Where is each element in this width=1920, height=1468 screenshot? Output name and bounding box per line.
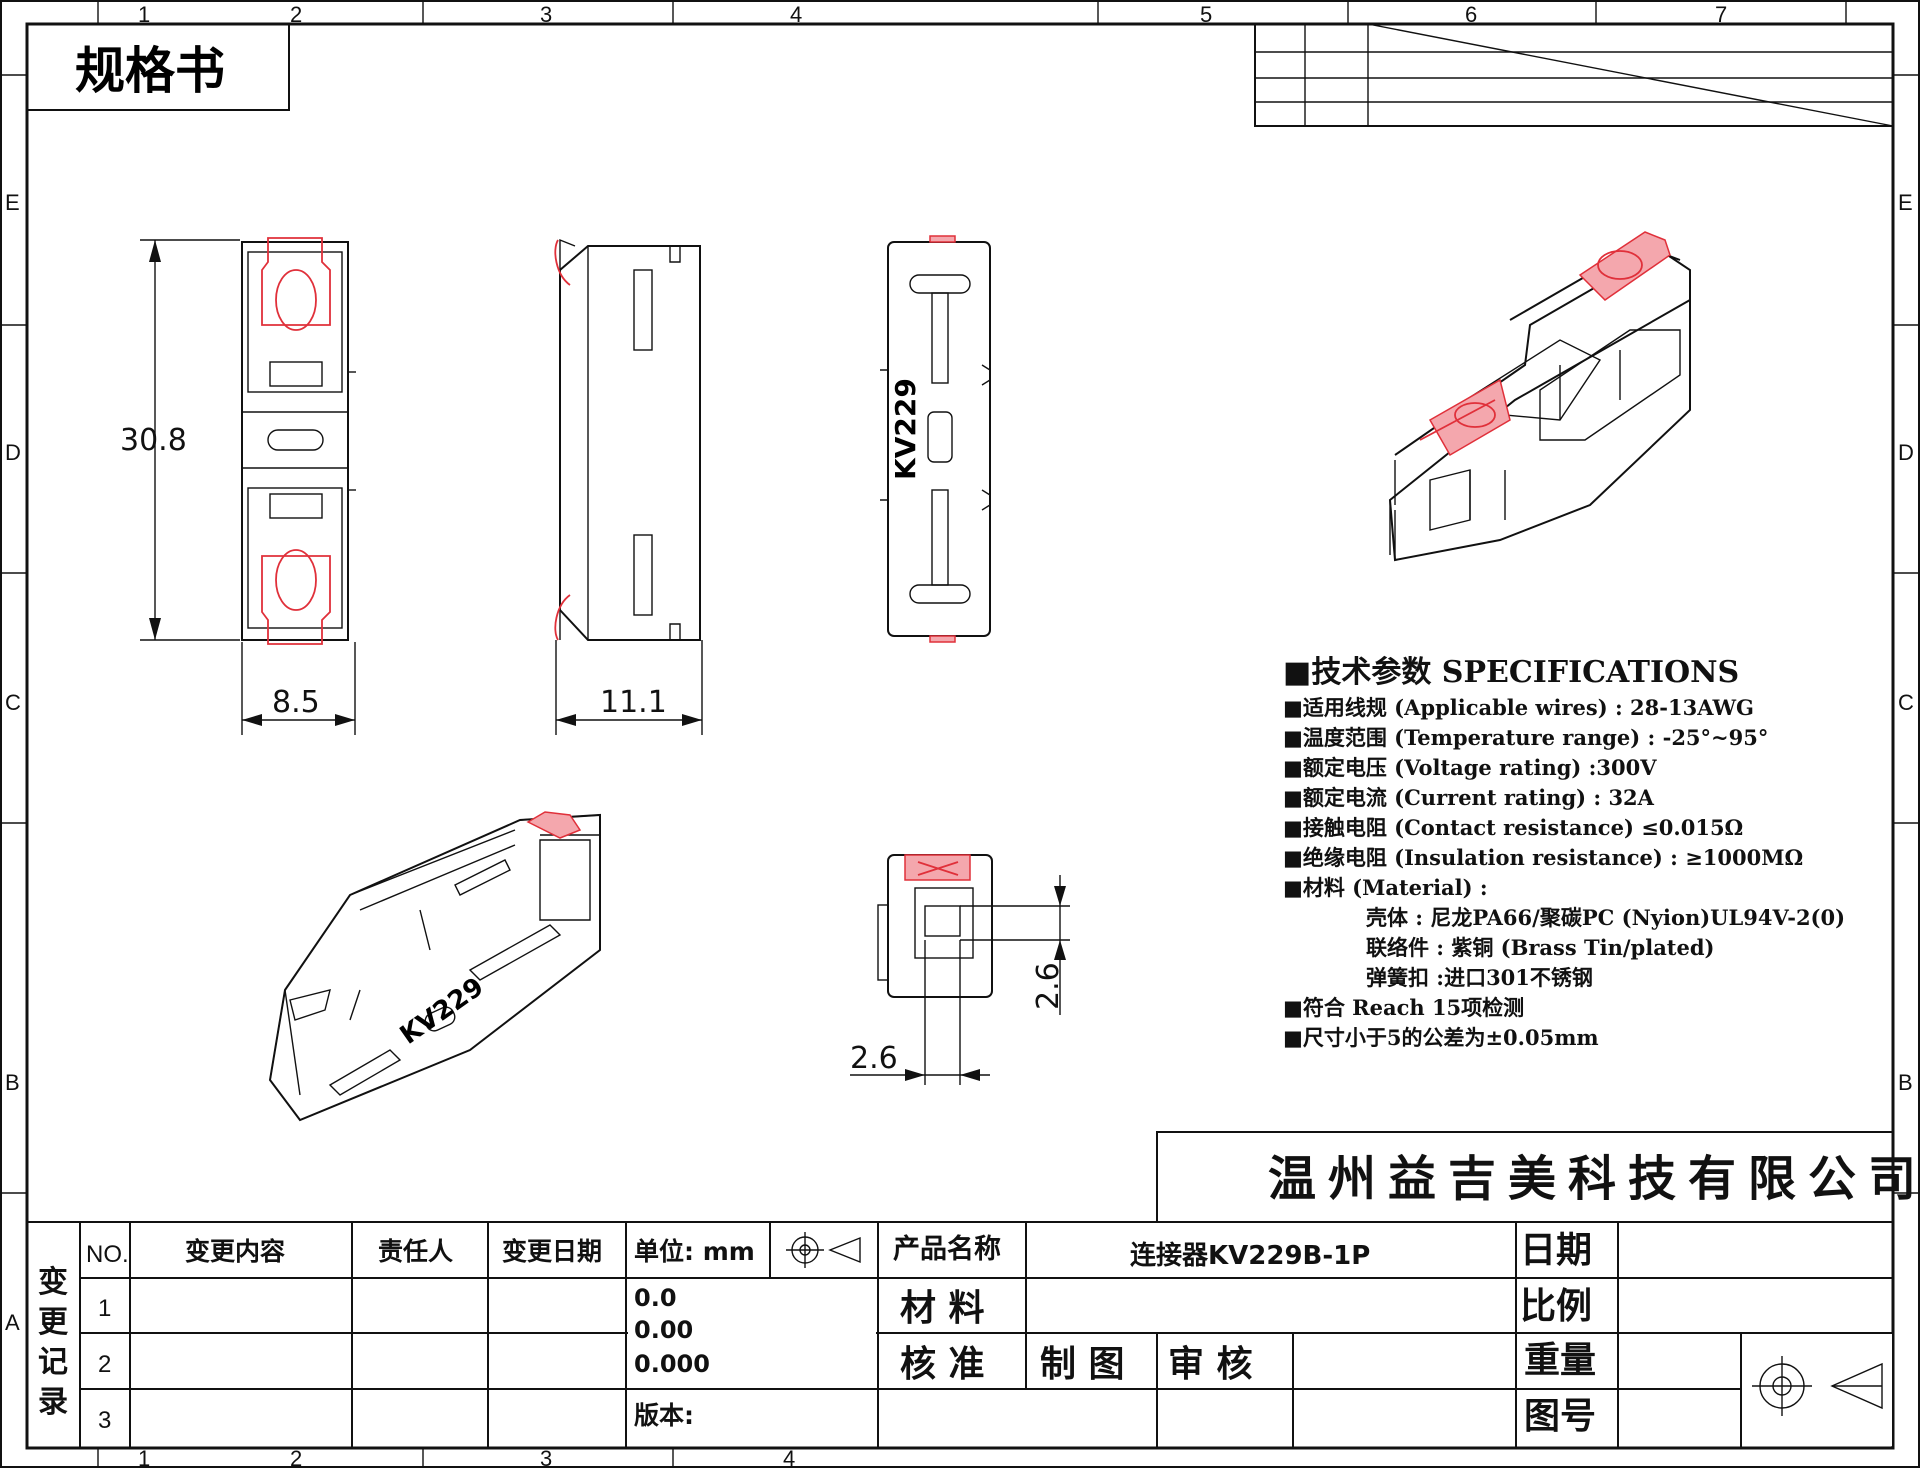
dim-height: 30.8 xyxy=(120,239,240,641)
material-label: 材 料 xyxy=(900,1288,985,1329)
zone-col-bottom-2: 2 xyxy=(290,1446,302,1468)
version-label: 版本: xyxy=(633,1401,694,1430)
bottom-view-marking: KV229 xyxy=(889,378,922,480)
zone-labels-left: E D C B A xyxy=(5,190,21,1335)
product-name-label: 产品名称 xyxy=(893,1233,1001,1265)
dim-hole-vertical: 2.6 xyxy=(960,875,1070,1015)
zone-labels-right: E D C B xyxy=(1898,190,1914,1095)
zone-col-5: 5 xyxy=(1200,2,1212,27)
zone-col-4: 4 xyxy=(790,2,802,27)
dim-hole-horizontal: 2.6 xyxy=(850,940,990,1085)
spec-wires: ■适用线规 (Applicable wires) : 28-13AWG xyxy=(1283,695,1754,720)
drawn-label: 制 图 xyxy=(1040,1344,1125,1385)
zone-row-left-A: A xyxy=(5,1310,20,1335)
review-label: 审 核 xyxy=(1168,1344,1253,1385)
scale-label: 比例 xyxy=(1520,1286,1592,1327)
company-box: 温州益吉美科技有限公司 xyxy=(1156,1131,1920,1223)
spec-housing: 壳体 : 尼龙PA66/聚碳PC (Nyion)UL94V-2(0) xyxy=(1365,905,1845,930)
top-view xyxy=(241,237,356,645)
spec-material: ■材料 (Material) : xyxy=(1283,875,1488,900)
col-content: 变更内容 xyxy=(185,1237,285,1266)
spec-reach: ■符合 Reach 15项检测 xyxy=(1283,995,1524,1020)
spec-contact-resistance: ■接触电阻 (Contact resistance) ≤0.015Ω xyxy=(1283,815,1743,840)
product-name-value: 连接器KV229B-1P xyxy=(1130,1241,1370,1271)
col-no: NO. xyxy=(86,1241,129,1268)
spec-temperature: ■温度范围 (Temperature range) : -25°~95° xyxy=(1283,725,1768,750)
tolerance-3: 0.000 xyxy=(634,1350,710,1378)
zone-col-bottom-3: 3 xyxy=(540,1446,552,1468)
zone-col-1: 1 xyxy=(138,2,150,27)
zone-labels-bottom: 1 2 3 4 xyxy=(138,1446,795,1468)
weight-label: 重量 xyxy=(1524,1340,1596,1381)
zone-row-left-E: E xyxy=(5,190,20,215)
change-record-char-1: 变 xyxy=(38,1265,68,1300)
col-date: 变更日期 xyxy=(502,1237,602,1266)
tolerance-2: 0.00 xyxy=(634,1316,693,1344)
spec-spring: 弹簧扣 :进口301不锈钢 xyxy=(1366,965,1593,990)
dim-hole-horizontal-label: 2.6 xyxy=(850,1041,898,1076)
bottom-view: KV229 xyxy=(880,235,991,643)
dim-width-front-label: 8.5 xyxy=(272,685,320,720)
spec-contact-part: 联络件 : 紫铜 (Brass Tin/plated) xyxy=(1366,935,1715,960)
dim-width-side: 11.1 xyxy=(555,640,703,735)
zone-row-right-E: E xyxy=(1898,190,1913,215)
company-name: 温州益吉美科技有限公司 xyxy=(1268,1151,1920,1207)
unit-label: 单位: mm xyxy=(634,1237,755,1266)
zone-row-right-B: B xyxy=(1898,1070,1913,1095)
col-person: 责任人 xyxy=(378,1237,453,1266)
spec-heading: ■技术参数 SPECIFICATIONS xyxy=(1283,655,1739,690)
sheet-title-box: 规格书 xyxy=(26,23,290,111)
dim-width-front: 8.5 xyxy=(241,642,356,735)
change-record-char-4: 录 xyxy=(38,1385,68,1420)
spec-voltage: ■额定电压 (Voltage rating) :300V xyxy=(1283,755,1657,780)
zone-col-3: 3 xyxy=(540,2,552,27)
spec-tolerance: ■尺寸小于5的公差为±0.05mm xyxy=(1283,1025,1599,1050)
iso-view-top xyxy=(1388,231,1691,562)
zone-col-6: 6 xyxy=(1465,2,1477,27)
specifications: ■技术参数 SPECIFICATIONS ■适用线规 (Applicable w… xyxy=(1283,655,1845,1050)
spec-current: ■额定电流 (Current rating) : 32A xyxy=(1283,785,1655,810)
drawing-no-label: 图号 xyxy=(1524,1396,1596,1437)
iso-view-marking: KV229 xyxy=(395,972,490,1051)
zone-col-2: 2 xyxy=(290,2,302,27)
change-record-char-3: 记 xyxy=(38,1345,68,1380)
zone-col-7: 7 xyxy=(1715,2,1727,27)
projection-symbol-large xyxy=(1752,1356,1883,1416)
row-3-no: 3 xyxy=(98,1407,111,1434)
zone-col-bottom-4: 4 xyxy=(783,1446,795,1468)
row-2-no: 2 xyxy=(98,1351,111,1378)
zone-row-right-C: C xyxy=(1898,690,1914,715)
title-block: 变 更 记 录 NO. 变更内容 责任人 变更日期 单位: mm 1 2 3 0… xyxy=(26,1221,1894,1449)
row-1-no: 1 xyxy=(98,1295,111,1322)
zone-row-right-D: D xyxy=(1898,440,1914,465)
zone-labels-top: 1 2 3 4 5 6 7 xyxy=(138,2,1727,27)
side-view xyxy=(554,238,701,641)
dim-hole-vertical-label: 2.6 xyxy=(1031,962,1066,1010)
zone-row-left-B: B xyxy=(5,1070,20,1095)
date-label: 日期 xyxy=(1520,1230,1592,1271)
front-view xyxy=(877,854,993,998)
change-record-label: 变 更 记 录 xyxy=(38,1265,69,1420)
tolerance-1: 0.0 xyxy=(634,1284,677,1312)
revision-grid xyxy=(1254,23,1894,127)
spec-insulation-resistance: ■绝缘电阻 (Insulation resistance) : ≥1000MΩ xyxy=(1283,845,1803,870)
sheet-title: 规格书 xyxy=(75,42,225,100)
dim-height-label: 30.8 xyxy=(120,423,187,458)
change-record-char-2: 更 xyxy=(38,1305,69,1340)
projection-symbol-small xyxy=(786,1232,861,1268)
zone-row-left-D: D xyxy=(5,440,21,465)
iso-view-bottom: KV229 xyxy=(268,811,601,1122)
zone-row-left-C: C xyxy=(5,690,21,715)
approve-label: 核 准 xyxy=(900,1344,985,1385)
dim-width-side-label: 11.1 xyxy=(600,685,667,720)
zone-col-bottom-1: 1 xyxy=(138,1446,150,1468)
